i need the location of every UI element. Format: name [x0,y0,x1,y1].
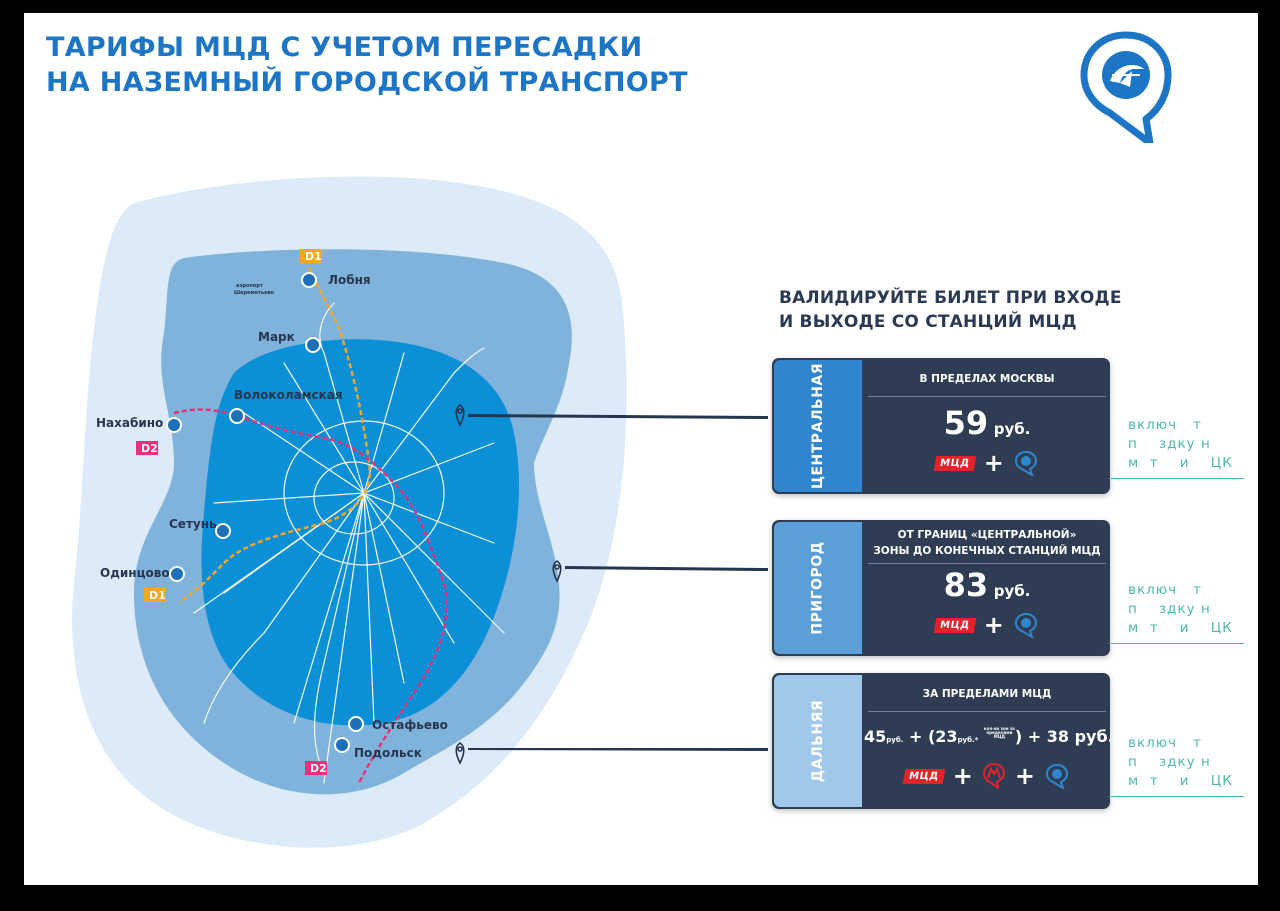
station-podolsk: Подольск [354,746,422,760]
zone-tab-central: ЦЕНТРАЛЬНАЯ [774,360,862,492]
metro-network [193,302,505,784]
zone-heading-central: В ПРЕДЕЛАХ МОСКВЫ [868,362,1106,397]
transfer-icons: МЦД + [864,450,1110,476]
fare-unit: руб. [993,582,1031,600]
transfer-note-far: включ т п здку н м т и ЦК [1128,735,1233,789]
transfer-icons: МЦД + + [864,763,1110,789]
zone-body-suburb: ОТ ГРАНИЦ «ЦЕНТРАЛЬНОЙ» ЗОНЫ ДО КОНЕЧНЫХ… [864,520,1110,656]
note-divider [1109,643,1244,644]
zone-card-suburb: ПРИГОРОД ОТ ГРАНИЦ «ЦЕНТРАЛЬНОЙ» ЗОНЫ ДО… [772,520,1110,656]
instruction-line-2: И ВЫХОДЕ СО СТАНЦИЙ МЦД [779,312,1077,332]
station-mark: Марк [258,330,295,344]
pin-icon [1014,612,1037,638]
fare-part-2-unit: руб. [957,736,975,744]
svg-text:D1: D1 [305,250,322,263]
title-line-1: ТАРИФЫ МЦД С УЧЕТОМ ПЕРЕСАДКИ [46,32,643,63]
terminal-stations [166,272,364,753]
mcd-badge: МЦД [933,617,977,633]
zone-heading-suburb-line-2: ЗОНЫ ДО КОНЕЧНЫХ СТАНЦИЙ МЦД [873,545,1101,557]
zone-pin-suburb [552,560,562,583]
metro-icon [982,763,1005,789]
fare-part-2: 23 [935,727,958,746]
zone-pin-central [455,404,465,427]
transfer-icons: МЦД + [864,612,1110,638]
zone-pin-far [455,742,465,765]
zone-heading-suburb-line-1: ОТ ГРАНИЦ «ЦЕНТРАЛЬНОЙ» [897,529,1077,541]
zone-name-central: ЦЕНТРАЛЬНАЯ [810,362,827,490]
infographic-slide: ТАРИФЫ МЦД С УЧЕТОМ ПЕРЕСАДКИ НА НАЗЕМНЫ… [24,13,1258,885]
zone-tab-far: ДАЛЬНЯЯ [774,675,862,807]
note-divider [1109,478,1244,479]
svg-text:D2: D2 [310,762,327,775]
plus-icon: + [983,611,1004,639]
zone-name-far: ДАЛЬНЯЯ [809,699,826,783]
zone-name-suburb: ПРИГОРОД [810,541,826,635]
pin-icon [1014,450,1037,476]
fare-part-3: 38 руб. [1046,727,1110,746]
fare-value: 59 [943,404,989,442]
svg-text:D1: D1 [149,589,166,602]
zone-body-far: ЗА ПРЕДЕЛАМИ МЦД 45руб. + (23руб.* кол-в… [864,673,1110,809]
airport-label-2: Шереметьево [234,290,275,296]
title-line-2: НА НАЗЕМНЫЙ ГОРОДСКОЙ ТРАНСПОРТ [46,67,688,98]
zone-card-central: ЦЕНТРАЛЬНАЯ В ПРЕДЕЛАХ МОСКВЫ 59 руб. МЦ… [772,358,1110,494]
fare-multiply: * [974,736,979,744]
fare-plus-1: + ( [903,727,936,746]
transfer-note-suburb: включ т п здку н м т и ЦК [1128,582,1233,636]
fare-part-1-unit: руб. [886,736,904,744]
mcd-badge: МЦД [933,455,977,471]
airport-label-1: аэропорт [236,283,263,289]
zone-body-central: В ПРЕДЕЛАХ МОСКВЫ 59 руб. МЦД + [864,358,1110,494]
fare-value: 83 [943,566,989,604]
station-nakhabino: Нахабино [96,416,163,430]
zone-heading-far: ЗА ПРЕДЕЛАМИ МЦД [868,677,1106,712]
mcd-badge: МЦД [902,768,946,784]
zone-card-far: ДАЛЬНЯЯ ЗА ПРЕДЕЛАМИ МЦД 45руб. + (23руб… [772,673,1110,809]
plus-icon: + [952,762,973,790]
fare-part-1: 45 [864,727,887,746]
zone-tab-suburb: ПРИГОРОД [774,522,862,654]
validation-instruction: ВАЛИДИРУЙТЕ БИЛЕТ ПРИ ВХОДЕ И ВЫХОДЕ СО … [779,286,1122,334]
instruction-line-1: ВАЛИДИРУЙТЕ БИЛЕТ ПРИ ВХОДЕ [779,288,1122,308]
station-lobnya: Лобня [328,273,371,287]
station-odintsovo: Одинцово [100,566,170,580]
plus-icon: + [983,449,1004,477]
fare-price-suburb: 83 руб. [864,566,1110,604]
fare-plus-2: ) + [1014,727,1047,746]
badge-d1-top: D1 [300,249,322,263]
station-setun: Сетунь [169,517,217,531]
note-divider [1109,796,1244,797]
line-d1 [178,267,372,604]
fare-price-central: 59 руб. [864,404,1110,442]
svg-text:D2: D2 [141,442,158,455]
transit-zone-map: Лобня Марк Волоколамская Нахабино Сетунь… [72,176,627,848]
badge-d2-left: D2 [136,441,158,455]
page-title: ТАРИФЫ МЦД С УЧЕТОМ ПЕРЕСАДКИ НА НАЗЕМНЫ… [46,30,688,100]
pin-icon [1045,763,1068,789]
central-zone [201,339,519,726]
plus-icon: + [1014,762,1035,790]
station-ostafyevo: Остафьево [372,718,448,732]
transfer-note-central: включ т п здку н м т и ЦК [1128,417,1233,471]
zone-heading-suburb: ОТ ГРАНИЦ «ЦЕНТРАЛЬНОЙ» ЗОНЫ ДО КОНЕЧНЫХ… [868,523,1106,564]
mcd-pin-logo-icon [1080,31,1172,143]
badge-d2-bottom: D2 [305,761,327,775]
badge-d1-bottom: D1 [144,588,166,602]
station-volokolamskaya: Волоколамская [234,388,343,402]
fare-unit: руб. [993,420,1031,438]
